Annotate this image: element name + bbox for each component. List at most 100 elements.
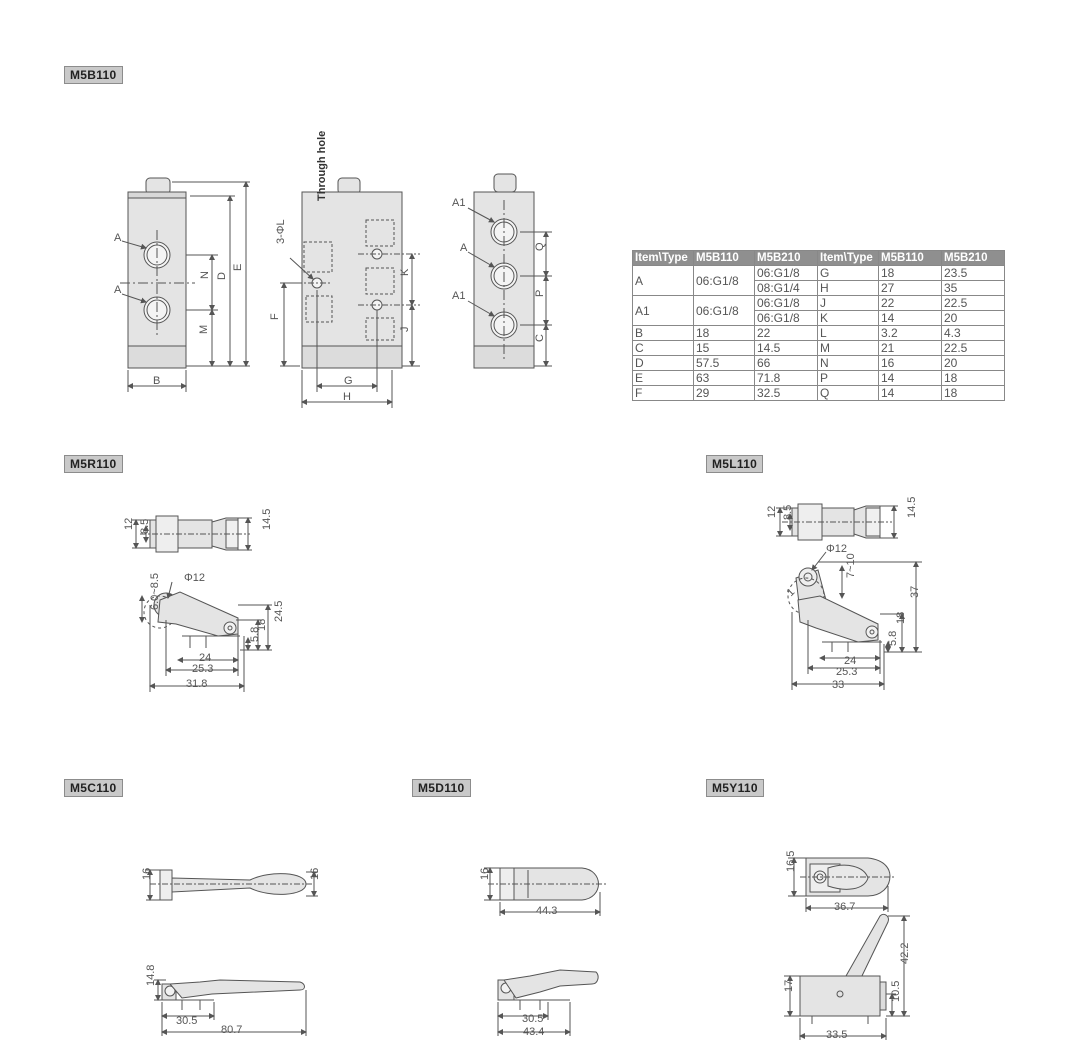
table-row: B 18 22 L 3.2 4.3 — [632, 325, 1005, 341]
table-row: A 06:G1/8 06:G1/8 G 18 23.5 — [632, 265, 1005, 296]
m5r-dim-8-5: 8.5 — [139, 519, 151, 534]
table-cell: 21 — [878, 340, 942, 356]
table-cell: 18 — [941, 385, 1005, 401]
dim-m-label: M — [198, 325, 210, 334]
table-row: D 57.5 66 N 16 20 — [632, 355, 1005, 371]
m5l-dim-7-10: 7~10 — [845, 553, 857, 578]
m5y-dim-42-2: 42.2 — [899, 943, 911, 964]
m5c-dim-14-8: 14.8 — [145, 965, 157, 986]
dim-f-label: F — [269, 313, 281, 320]
table-cell: G — [817, 265, 879, 281]
m5y-dim-33-5: 33.5 — [826, 1029, 847, 1041]
table-cell: B — [632, 325, 694, 341]
m5r-dim-25-3: 25.3 — [192, 663, 213, 675]
table-row: C 15 14.5 M 21 22.5 — [632, 340, 1005, 356]
table-cell: F — [632, 385, 694, 401]
m5y-dim-17: 17 — [783, 980, 795, 992]
table-cell: 20 — [941, 310, 1005, 326]
back-port-a1-top-label: A1 — [452, 197, 465, 209]
m5l-dim-24: 24 — [844, 655, 856, 667]
m5l-dim-phi12: Φ12 — [826, 543, 847, 555]
table-row: F 29 32.5 Q 14 18 — [632, 385, 1005, 401]
m5c110-side-view — [154, 979, 307, 1036]
hole-label: 3-ΦL — [275, 219, 287, 244]
dim-p-label: P — [534, 290, 546, 297]
table-cell: J — [817, 295, 879, 311]
table-cell: 14.5 — [754, 340, 818, 356]
m5l-dim-5-8: 5.8 — [887, 631, 899, 646]
m5y-dim-36-7: 36.7 — [834, 901, 855, 913]
table-row: 06:G1/8 K 14 20 — [633, 310, 1005, 326]
table-cell: 20 — [941, 355, 1005, 371]
table-cell: 22.5 — [941, 295, 1005, 311]
m5y110-top-view — [788, 857, 896, 912]
table-cell: L — [817, 325, 879, 341]
table-cell: P — [817, 370, 879, 386]
m5c-dim-16-right: 16 — [309, 868, 321, 880]
table-cell: 22 — [754, 325, 818, 341]
table-cell: M — [817, 340, 879, 356]
model-badge-m5b110: M5B110 — [64, 66, 123, 84]
table-cell: A1 — [632, 295, 694, 326]
m5y-dim-10-5: 10.5 — [890, 981, 902, 1002]
table-cell: 06:G1/8 — [693, 295, 755, 326]
table-cell: E — [632, 370, 694, 386]
table-cell: 14 — [878, 310, 942, 326]
table-cell: 23.5 — [941, 265, 1005, 281]
dim-b-label: B — [153, 375, 160, 387]
back-port-a-label: A — [460, 242, 468, 254]
table-cell: 35 — [941, 280, 1005, 296]
dim-d-label: D — [216, 272, 228, 280]
table-cell: 06:G1/8 — [754, 265, 818, 281]
front-port-a-top-label: A — [114, 232, 122, 244]
table-cell: 66 — [754, 355, 818, 371]
dim-h-label: H — [343, 391, 351, 403]
m5d-dim-16: 16 — [479, 868, 491, 880]
header-m5b110-right: M5B110 — [878, 250, 942, 266]
table-row: E 63 71.8 P 14 18 — [632, 370, 1005, 386]
table-cell: 15 — [693, 340, 755, 356]
dim-e-label: E — [232, 264, 244, 271]
m5l110-side-view — [787, 551, 922, 690]
m5l-dim-14-5: 14.5 — [906, 497, 918, 518]
table-cell: 06:G1/8 — [754, 295, 818, 311]
m5b110-front-view — [120, 177, 250, 392]
table-row: 08:G1/4 H 27 35 — [633, 280, 1005, 296]
m5l-dim-1: 1 — [784, 586, 797, 599]
m5r-dim-12: 12 — [123, 518, 135, 530]
header-item-type-left: Item\Type — [632, 250, 694, 266]
m5r110-top-view — [132, 515, 252, 553]
model-badge-m5y110: M5Y110 — [706, 779, 764, 797]
table-row: A1 06:G1/8 06:G1/8 J 22 22.5 — [632, 295, 1005, 326]
table-cell: 3.2 — [878, 325, 942, 341]
dim-c-label: C — [534, 334, 546, 342]
model-badge-m5c110: M5C110 — [64, 779, 123, 797]
m5c-dim-80-7: 80.7 — [221, 1024, 242, 1036]
model-badge-m5r110: M5R110 — [64, 455, 123, 473]
model-badge-m5l110: M5L110 — [706, 455, 764, 473]
dim-k-label: K — [399, 268, 411, 276]
table-cell: H — [817, 280, 879, 296]
dim-q-label: Q — [534, 242, 546, 251]
dim-j-label: J — [399, 327, 411, 333]
m5c-dim-30-5: 30.5 — [176, 1015, 197, 1027]
table-cell: 22.5 — [941, 340, 1005, 356]
table-cell: 27 — [878, 280, 942, 296]
m5r-dim-phi12: Φ12 — [184, 572, 205, 584]
back-port-a1-bottom-label: A1 — [452, 290, 465, 302]
m5r-dim-6-8-5: 6.0~8.5 — [149, 573, 161, 610]
spec-table: Item\Type M5B110 M5B210 Item\Type M5B110… — [632, 250, 1005, 401]
header-m5b110-left: M5B110 — [693, 250, 755, 266]
m5b110-back-view — [467, 173, 552, 369]
m5y110-side-view — [784, 913, 910, 1040]
table-cell: 16 — [878, 355, 942, 371]
table-cell: K — [817, 310, 879, 326]
table-cell: 18 — [878, 265, 942, 281]
through-hole-label: Through hole — [316, 131, 328, 201]
m5l-dim-8-5: 8.5 — [782, 505, 794, 520]
m5c-dim-16-left: 16 — [141, 868, 153, 880]
m5d110-top-view — [484, 867, 606, 916]
table-cell: 06:G1/8 — [693, 265, 755, 296]
model-badge-m5d110: M5D110 — [412, 779, 471, 797]
